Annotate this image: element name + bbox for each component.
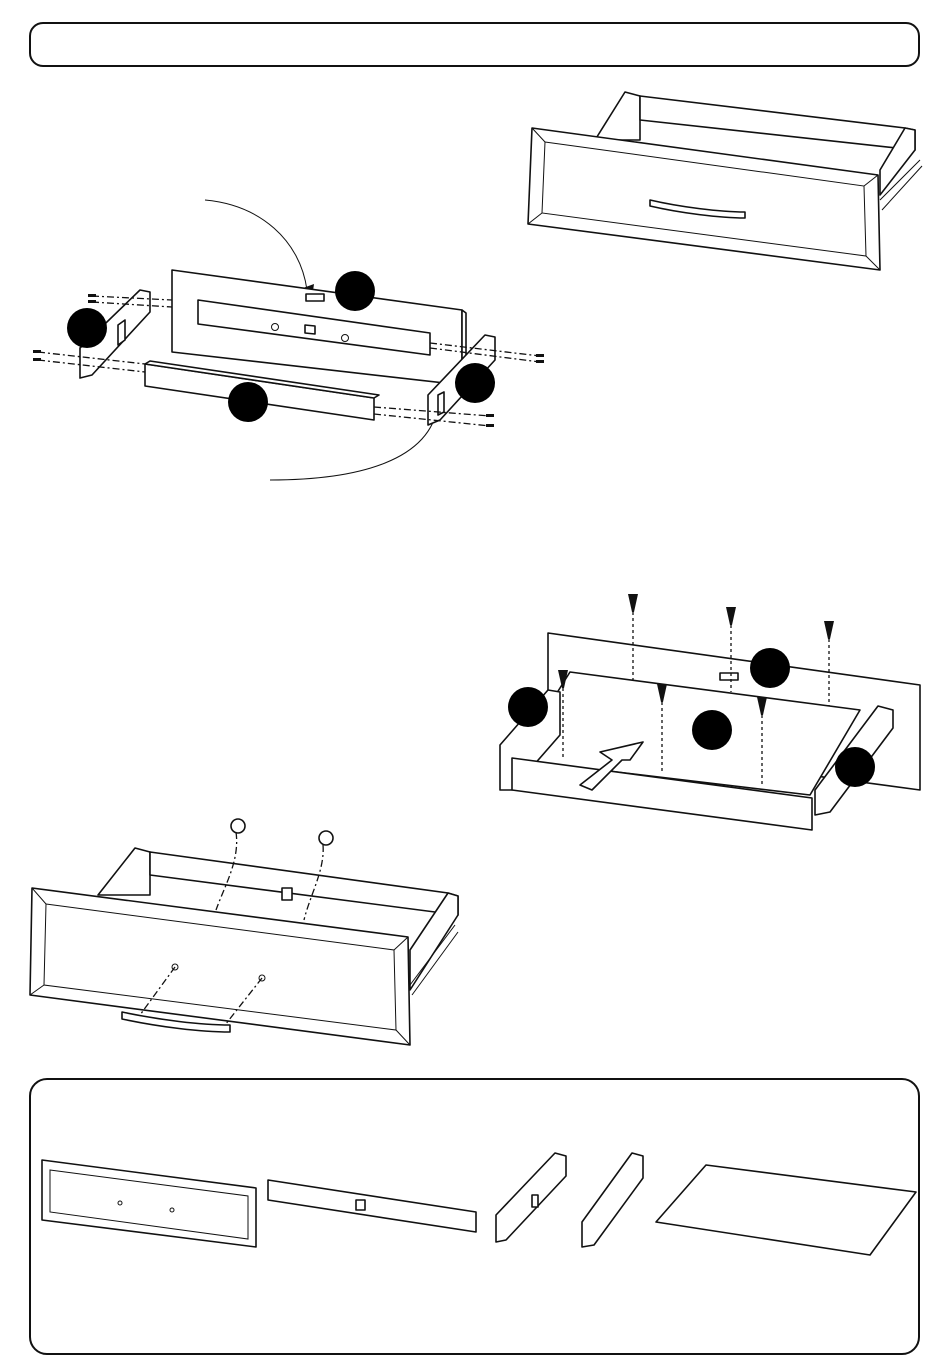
screw-icon: [319, 831, 333, 845]
finished-drawer-figure: [528, 92, 922, 270]
callout-1: [335, 271, 375, 311]
handle-mounting-figure: [30, 819, 458, 1045]
screw-icon: [231, 819, 245, 833]
up-arrow-icon: [305, 325, 315, 334]
drawer-back-panel: [640, 96, 915, 150]
callout-6: [508, 687, 548, 727]
bottom-panel-figure: [500, 594, 920, 830]
drawer-front-panel-lower: [30, 888, 410, 1045]
callout-4: [228, 382, 268, 422]
callout-5: [750, 648, 790, 688]
callout-3: [455, 363, 495, 403]
callout-8: [835, 747, 875, 787]
label-sticker: [306, 294, 324, 301]
down-arrow-icon: [282, 888, 292, 900]
frame-assembly-figure: [33, 200, 544, 480]
parts-list-box: [29, 1078, 920, 1355]
callout-2: [67, 308, 107, 348]
drawer-front-panel: [528, 128, 880, 270]
callout-7: [692, 710, 732, 750]
